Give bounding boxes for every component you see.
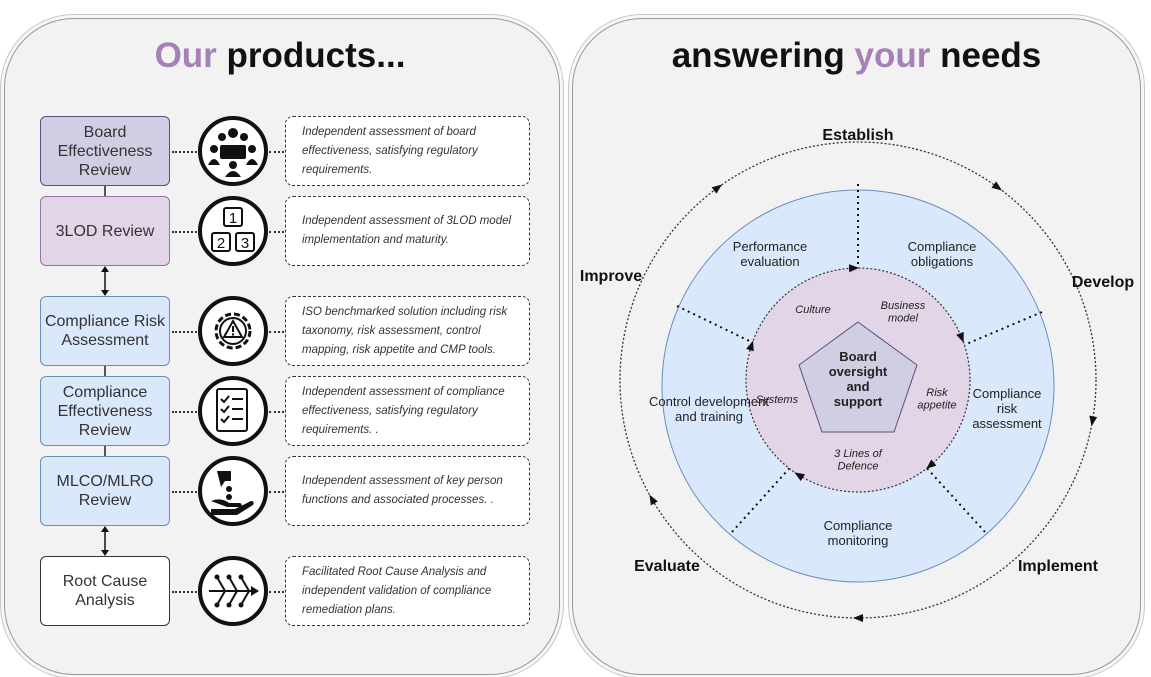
fishbone-icon	[198, 556, 268, 626]
product-description-text: Independent assessment of board effectiv…	[302, 125, 478, 176]
needs-title: answering your needs	[671, 36, 1042, 75]
product-box: Compliance Risk Assessment	[40, 296, 170, 366]
connector-line	[104, 446, 106, 456]
center-pentagon	[798, 321, 918, 433]
stage-implement: Implement	[1018, 558, 1099, 575]
gear-warning-icon	[198, 296, 268, 366]
hand-money-icon	[198, 456, 268, 526]
double-arrow	[101, 526, 109, 556]
svg-text:2: 2	[217, 235, 225, 252]
inner-segment-label: Systems	[756, 394, 799, 406]
product-description-text: Independent assessment of key person fun…	[302, 475, 503, 506]
product-description: Independent assessment of 3LOD model imp…	[285, 196, 530, 266]
double-arrow	[101, 266, 109, 296]
inner-arrowhead	[794, 472, 805, 482]
inner-arrowhead	[956, 331, 964, 343]
dotted-connector	[172, 151, 197, 153]
segment-divider	[916, 311, 1043, 366]
connector-line	[104, 186, 106, 196]
product-box: 3LOD Review	[40, 196, 170, 266]
dotted-connector	[269, 591, 284, 593]
compliance-cycle-diagram: Establish Develop Implement Evaluate Imp…	[580, 127, 1134, 622]
cycle-arrowhead	[649, 494, 658, 506]
stage-establish: Establish	[822, 127, 893, 144]
stage-evaluate: Evaluate	[634, 558, 700, 575]
product-box: Board Effectiveness Review	[40, 116, 170, 186]
product-description: Independent assessment of board effectiv…	[285, 116, 530, 186]
inner-arrowhead	[926, 459, 937, 470]
cycle-arrowhead	[711, 184, 723, 194]
product-description: Independent assessment of key person fun…	[285, 456, 530, 526]
cycle-arrowhead	[1089, 415, 1098, 427]
segment-divider	[731, 431, 823, 533]
product-description-text: Independent assessment of 3LOD model imp…	[302, 215, 512, 246]
dotted-connector	[172, 411, 197, 413]
dotted-connector	[172, 231, 197, 233]
segment-divider	[893, 431, 986, 533]
checklist-icon	[198, 376, 268, 446]
product-description: Facilitated Root Cause Analysis and inde…	[285, 556, 530, 626]
product-box: MLCO/MLRO Review	[40, 456, 170, 526]
connector-line	[104, 366, 106, 376]
product-description-text: Independent assessment of compliance eff…	[302, 385, 505, 436]
stage-develop: Develop	[1072, 274, 1134, 291]
cycle-arrows	[649, 181, 1098, 622]
product-box: Compliance Effectiveness Review	[40, 376, 170, 446]
dotted-connector	[269, 411, 284, 413]
svg-text:1: 1	[229, 210, 237, 227]
product-box: Root Cause Analysis	[40, 556, 170, 626]
dotted-connector	[269, 331, 284, 333]
dotted-connector	[269, 151, 284, 153]
dotted-connector	[172, 591, 197, 593]
inner-arrows	[746, 264, 964, 482]
dotted-connector	[269, 231, 284, 233]
dotted-connector	[172, 331, 197, 333]
products-title: Our products...	[154, 36, 406, 75]
product-description: ISO benchmarked solution including risk …	[285, 296, 530, 366]
inner-segment-label: Culture	[795, 304, 830, 316]
outer-dividers	[676, 184, 1043, 533]
product-description-text: Facilitated Root Cause Analysis and inde…	[302, 565, 492, 616]
cycle-arrowhead	[991, 181, 1002, 191]
stage-improve: Improve	[580, 268, 642, 285]
cycle-arrowhead	[853, 614, 863, 622]
inner-arrowhead	[746, 340, 754, 352]
product-description: Independent assessment of compliance eff…	[285, 376, 530, 446]
inner-arrowhead	[848, 264, 860, 273]
board-meeting-icon	[198, 116, 268, 186]
segment-divider	[676, 305, 800, 366]
svg-text:3: 3	[241, 235, 249, 252]
product-description-text: ISO benchmarked solution including risk …	[302, 305, 508, 356]
dotted-connector	[172, 491, 197, 493]
dotted-connector	[269, 491, 284, 493]
